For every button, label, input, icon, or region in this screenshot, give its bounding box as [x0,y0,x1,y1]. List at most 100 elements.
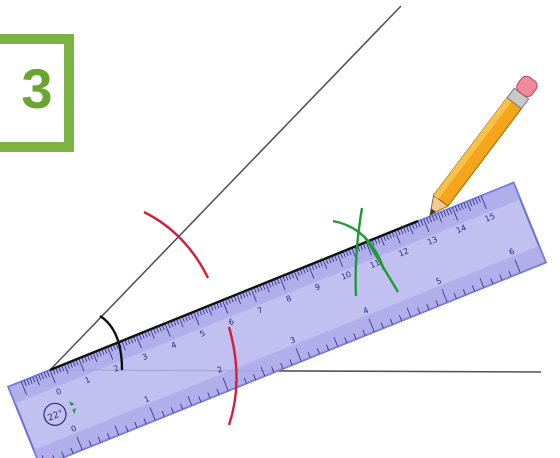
inch-tick [198,396,202,402]
cm-tick [440,211,444,218]
cm-tick [299,268,303,275]
cm-tick [469,200,473,207]
cm-label: 6 [227,317,235,327]
cm-tick [414,222,418,229]
inch-tick [295,348,302,362]
inch-tick [41,455,47,458]
cm-tick [26,379,30,386]
cm-tick [302,267,306,274]
cm-tick [420,220,424,226]
cm-label: 10 [340,270,353,282]
cm-tick [446,209,450,216]
inch-tick [134,421,138,428]
cm-tick [457,204,461,211]
inch-label: 4 [362,306,370,316]
inch-tick [380,322,384,329]
cm-tick [314,263,318,269]
inch-tick [344,337,348,343]
inch-tick [252,373,256,380]
cm-tick [305,266,309,273]
cm-tick [360,244,364,251]
cm-tick [164,323,171,337]
cm-label: 7 [256,305,264,315]
step-number-box [0,34,74,152]
cm-tick [328,257,332,264]
cm-tick [178,317,184,328]
cm-tick [371,239,375,246]
inch-tick [333,337,339,347]
cm-tick [400,228,404,235]
inch-tick [307,351,311,358]
ruler-top-band [8,182,521,404]
inch-label: 2 [216,365,224,375]
cm-tick [463,202,467,209]
cm-tick [64,364,69,374]
cm-ticks [20,195,487,395]
inch-tick [435,300,439,307]
cm-tick [41,373,44,380]
cm-tick [193,311,200,326]
cm-tick [383,235,387,242]
cm-tick [322,259,328,270]
inch-label: 6 [508,247,516,257]
rotate-handle-icon[interactable] [69,400,78,415]
inch-tick [325,344,329,351]
cm-tick [417,221,421,228]
inch-tick [260,366,266,377]
cm-tick [454,206,458,212]
cm-tick [43,372,47,379]
inch-tick [161,410,165,417]
cm-tick [437,213,443,223]
inch-tick [490,278,494,284]
angle-badge-circle [43,402,67,426]
cm-tick [92,352,98,363]
red-arc-lower [227,326,238,426]
cm-tick [150,329,155,339]
cm-tick [475,197,479,204]
cm-tick [391,231,395,238]
angle-mark [99,314,124,371]
cm-tick [339,252,343,259]
cm-tick [334,254,338,261]
inch-tick [479,278,485,288]
cm-tick [279,276,286,291]
inch-label: 3 [289,335,297,345]
cm-label: 2 [112,363,120,373]
cm-tick [20,381,27,395]
inch-ticks [41,259,521,458]
inch-tick [399,314,402,321]
inch-tick [368,318,375,332]
cm-tick [265,282,270,293]
cm-tick [29,377,33,384]
cm-tick [377,237,381,244]
inch-tick [508,270,512,277]
cm-tick [351,247,356,258]
cm-tick [337,253,344,268]
inch-tick [289,359,293,366]
cm-tick [449,208,453,215]
inch-tick [353,333,357,340]
inch-tick [271,366,275,373]
cm-tick [434,214,438,221]
inch-tick [76,436,83,450]
red-arc-upper [143,210,210,279]
inch-tick [417,307,421,314]
inch-tick [280,362,284,369]
cm-label: 9 [313,282,321,292]
inch-tick [207,392,211,399]
cm-tick [78,358,85,372]
cm-label: 4 [170,340,178,350]
cm-tick [222,300,229,314]
cm-tick [403,227,407,233]
cm-label: 1 [83,375,91,385]
inch-tick [114,425,120,436]
ruler-body [6,181,548,458]
cm-tick [308,265,315,279]
cm-tick [406,225,410,232]
cm-tick [250,288,257,302]
cm-tick [460,203,464,210]
